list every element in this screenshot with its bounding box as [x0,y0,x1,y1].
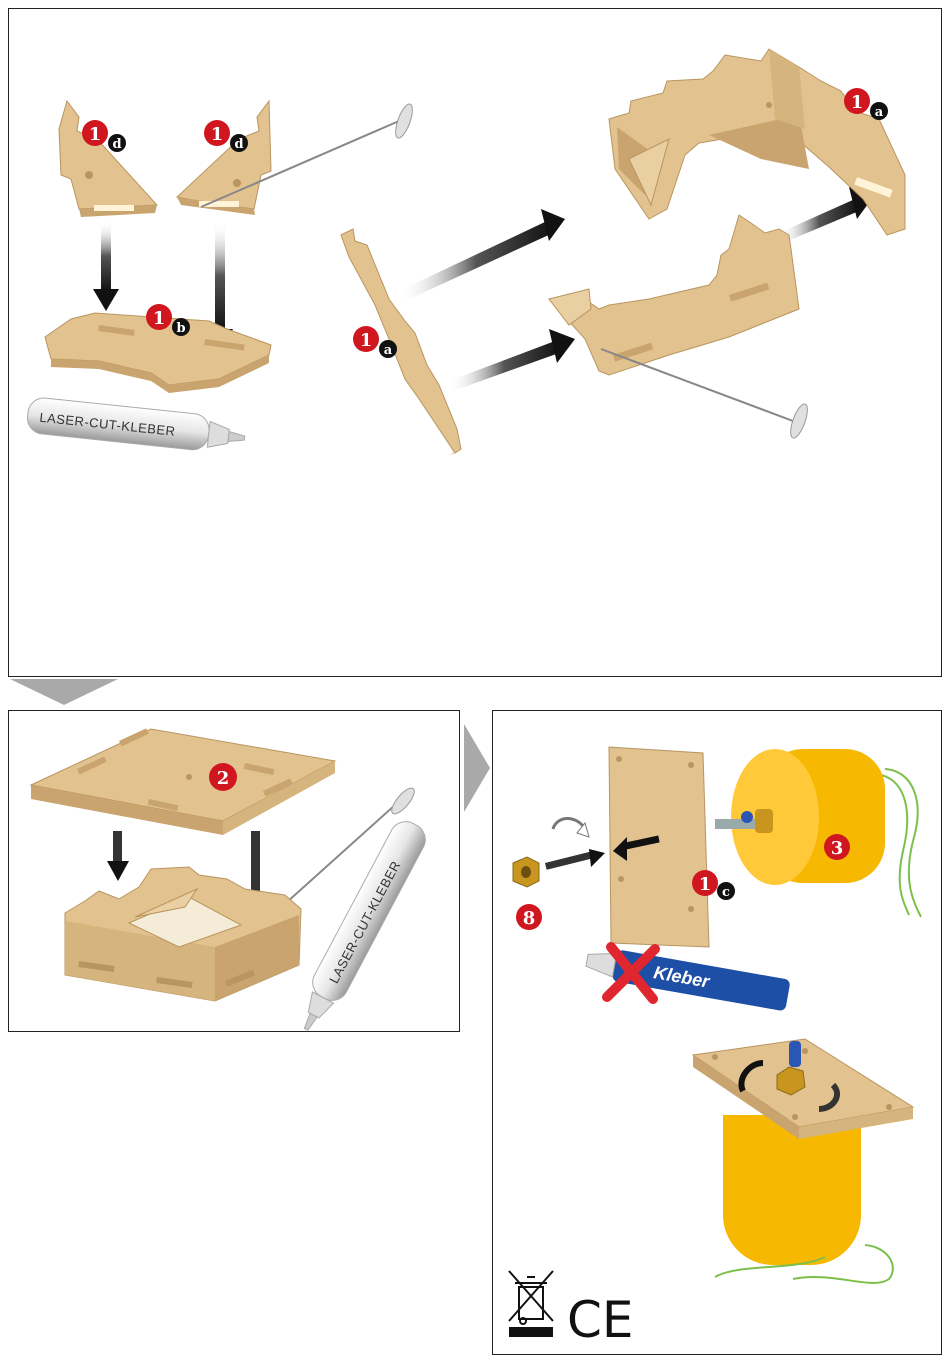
svg-text:3: 3 [831,838,844,859]
assembled-box [65,867,301,1001]
rotate-icon [553,819,585,830]
part-badge-1d-right: 1 d [204,120,248,152]
hex-nut [513,857,539,887]
arrow-diagonal-upper [399,221,553,301]
assembly-step-frame: LASER-CUT-KLEBER 1 d 1 [8,8,942,677]
svg-text:2: 2 [217,768,230,789]
glue-tube: LASER-CUT-KLEBER [26,396,247,455]
motor-mount-step: Kleber 3 1 c 8 [492,710,942,1355]
triangle-part-left [59,101,157,217]
arrow-diagonal-right [779,199,859,243]
svg-text:a: a [875,105,884,120]
motor [715,749,885,885]
lid-assembly-step: LASER-CUT-KLEBER 2 [8,710,460,1032]
svg-text:d: d [234,137,243,152]
svg-text:c: c [722,885,730,900]
arrow-diagonal-lower [449,341,559,391]
svg-text:1: 1 [699,874,712,895]
arrow-down-right [215,221,225,331]
svg-text:1: 1 [360,330,373,351]
lid-plate [31,728,335,835]
svg-text:1: 1 [153,308,166,329]
glue-tube-label: LASER-CUT-KLEBER [326,858,403,986]
svg-text:a: a [384,343,393,358]
arrowhead [93,289,119,311]
next-step-right-icon [462,720,492,820]
ce-mark: CE [567,1291,634,1349]
glue-tube: LASER-CUT-KLEBER [290,816,431,1033]
motor-wire [881,775,909,915]
weee-bin-icon [509,1271,553,1324]
next-step-down-icon [0,677,130,709]
frame-assembly-lower [549,215,811,440]
part-badge-3: 3 [824,834,850,860]
weee-bar [509,1327,553,1337]
svg-text:1: 1 [851,92,864,113]
part-badge-2: 2 [209,763,237,791]
svg-text:1: 1 [89,124,102,145]
svg-text:b: b [176,321,185,336]
motor-mounted [693,1039,913,1265]
arrow-down-left [101,221,111,291]
arrow-down-left [113,831,122,865]
svg-text:1: 1 [211,124,224,145]
motor-wire [885,769,921,917]
arrowhead [107,861,129,881]
svg-text:8: 8 [523,908,536,929]
svg-text:d: d [112,137,121,152]
part-badge-8: 8 [516,904,542,930]
arrow-right [545,850,597,869]
